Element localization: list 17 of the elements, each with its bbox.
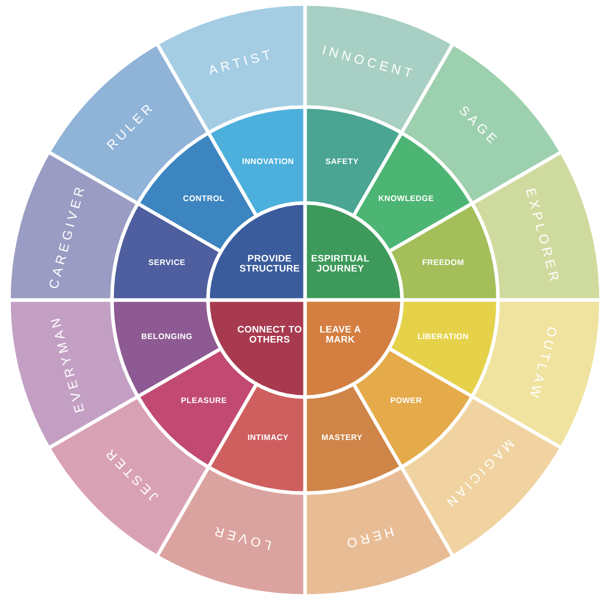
motivation-label: SERVICE xyxy=(148,258,186,268)
quadrant-label: CONNECT TO OTHERS xyxy=(236,324,303,346)
motivation-label: MASTERY xyxy=(322,434,362,443)
motivation-label: CONTROL xyxy=(183,194,225,204)
motivation-label: INNOVATION xyxy=(242,157,294,166)
motivation-label: POWER xyxy=(390,396,422,406)
motivation-label: BELONGING xyxy=(141,332,192,342)
quadrant-label: LEAVE A MARK xyxy=(318,324,362,346)
motivation-label: SAFETY xyxy=(325,157,359,166)
motivation-label: FREEDOM xyxy=(422,258,464,268)
motivation-label: INTIMACY xyxy=(247,434,289,443)
motivation-label: PLEASURE xyxy=(180,396,227,406)
quadrant-label: ESPIRITUAL JOURNEY xyxy=(310,254,371,276)
motivation-label: KNOWLEDGE xyxy=(378,194,434,204)
quadrant-label: PROVIDE STRUCTURE xyxy=(238,254,301,276)
archetype-label: HERO xyxy=(342,524,396,552)
motivation-label: LIBERATION xyxy=(417,332,469,342)
